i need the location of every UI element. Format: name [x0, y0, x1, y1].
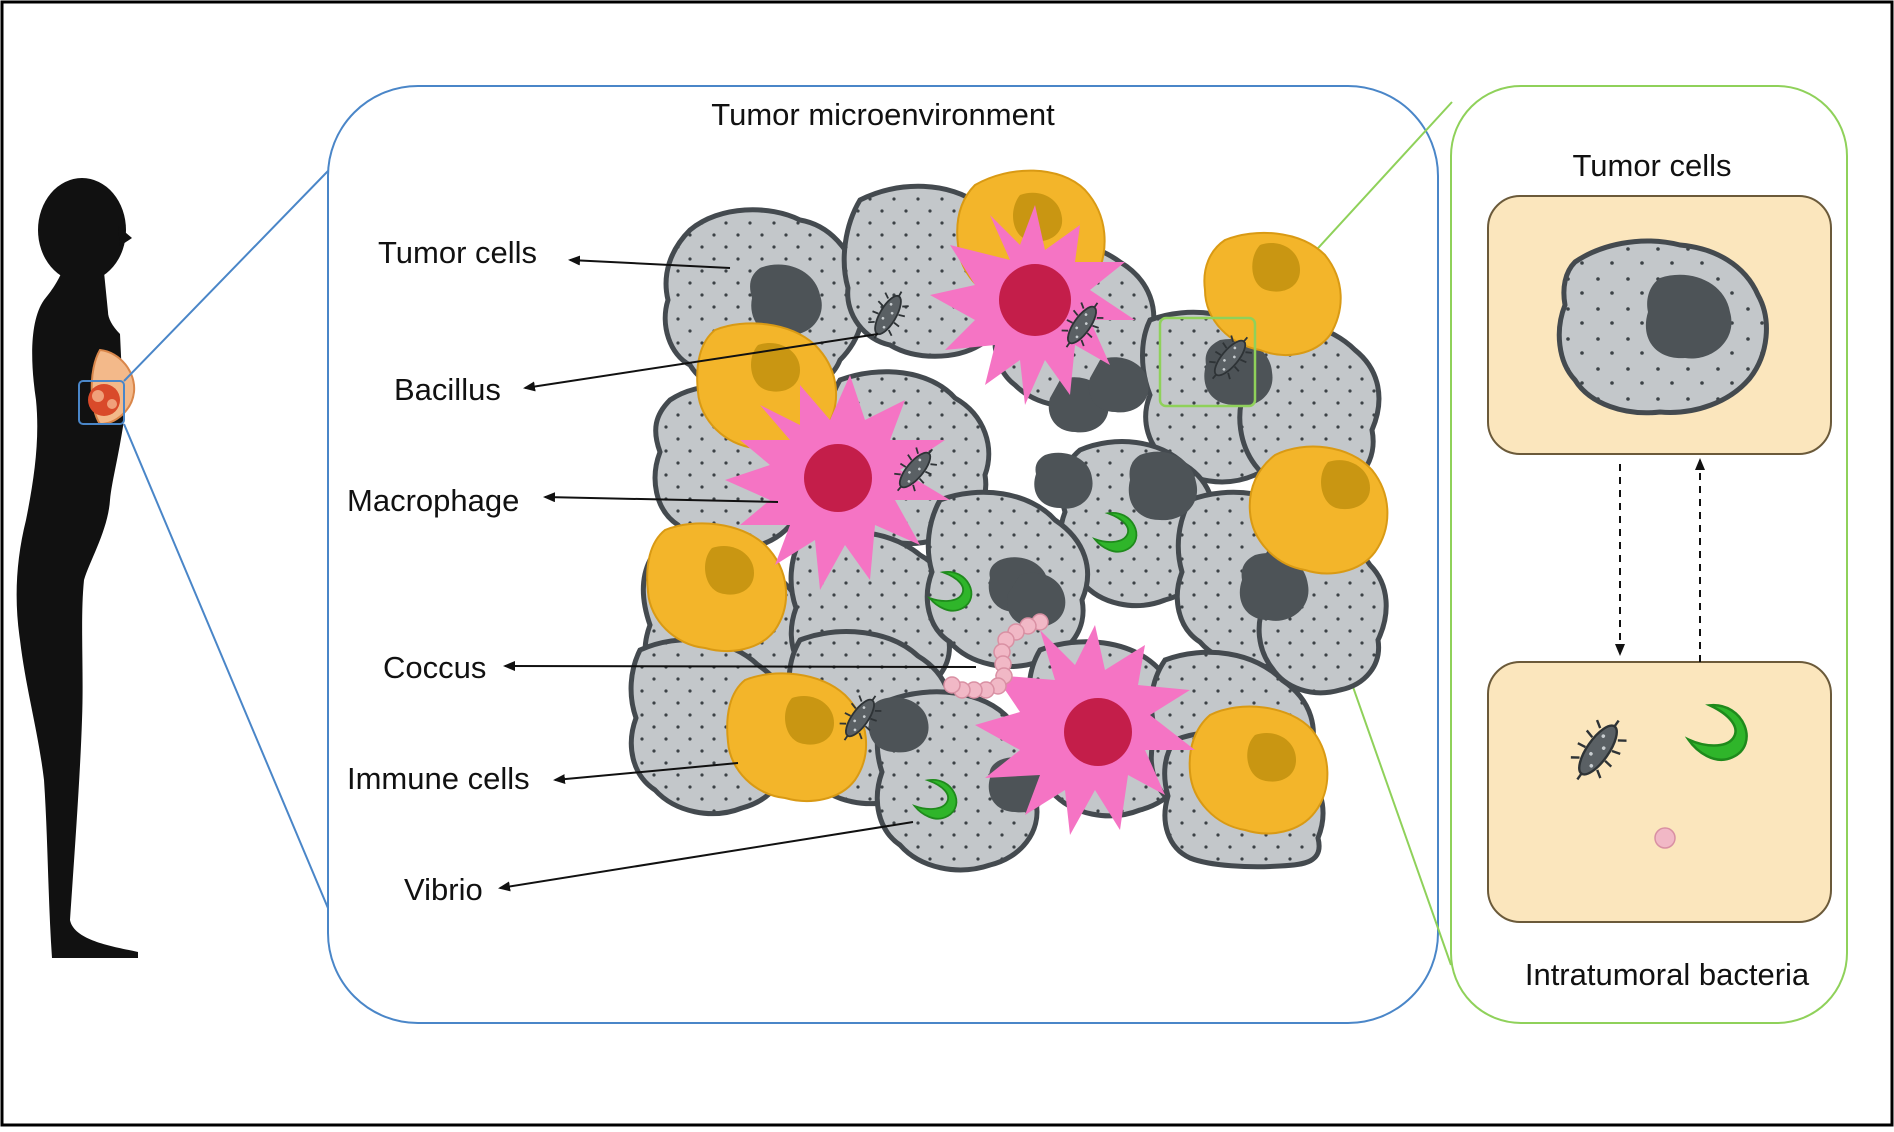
coccus-icon: [1654, 827, 1676, 849]
arrow-immune-cells: [553, 762, 739, 785]
zoom-line-bottom: [123, 423, 334, 921]
bacteria-icons: [1559, 697, 1758, 849]
labels-group: Tumor cells Bacillus Macrophage Coccus I…: [347, 235, 977, 907]
arrow-vibrio: [498, 821, 914, 892]
arrow-bacillus: [523, 333, 879, 392]
label-coccus: Coccus: [383, 650, 486, 685]
macrophage-nuclei: [804, 264, 1132, 766]
intratumoral-bacteria-box: [1487, 661, 1832, 923]
label-vibrio: Vibrio: [404, 872, 483, 907]
zoom-highlight-box: [1158, 316, 1257, 408]
human-silhouette-icon: [16, 178, 138, 958]
label-tumor-cells: Tumor cells: [378, 235, 537, 270]
label-bacillus: Bacillus: [394, 372, 501, 407]
microenvironment-title: Tumor microenvironment: [711, 97, 1055, 132]
breast-tissue-icon: [78, 348, 136, 426]
right-top-label: Tumor cells: [1572, 148, 1731, 183]
arrow-coccus: [503, 661, 977, 672]
coccus-icon: [943, 613, 1049, 699]
label-macrophage: Macrophage: [347, 483, 519, 518]
cell-cluster: [628, 169, 1389, 873]
tumor-cell-icon: [1556, 238, 1769, 416]
arrow-macrophage: [543, 492, 779, 503]
right-bottom-label: Intratumoral bacteria: [1525, 957, 1810, 992]
label-immune-cells: Immune cells: [347, 761, 530, 796]
arrow-tumor-cells: [568, 255, 731, 269]
zoom-line-top: [123, 137, 361, 382]
